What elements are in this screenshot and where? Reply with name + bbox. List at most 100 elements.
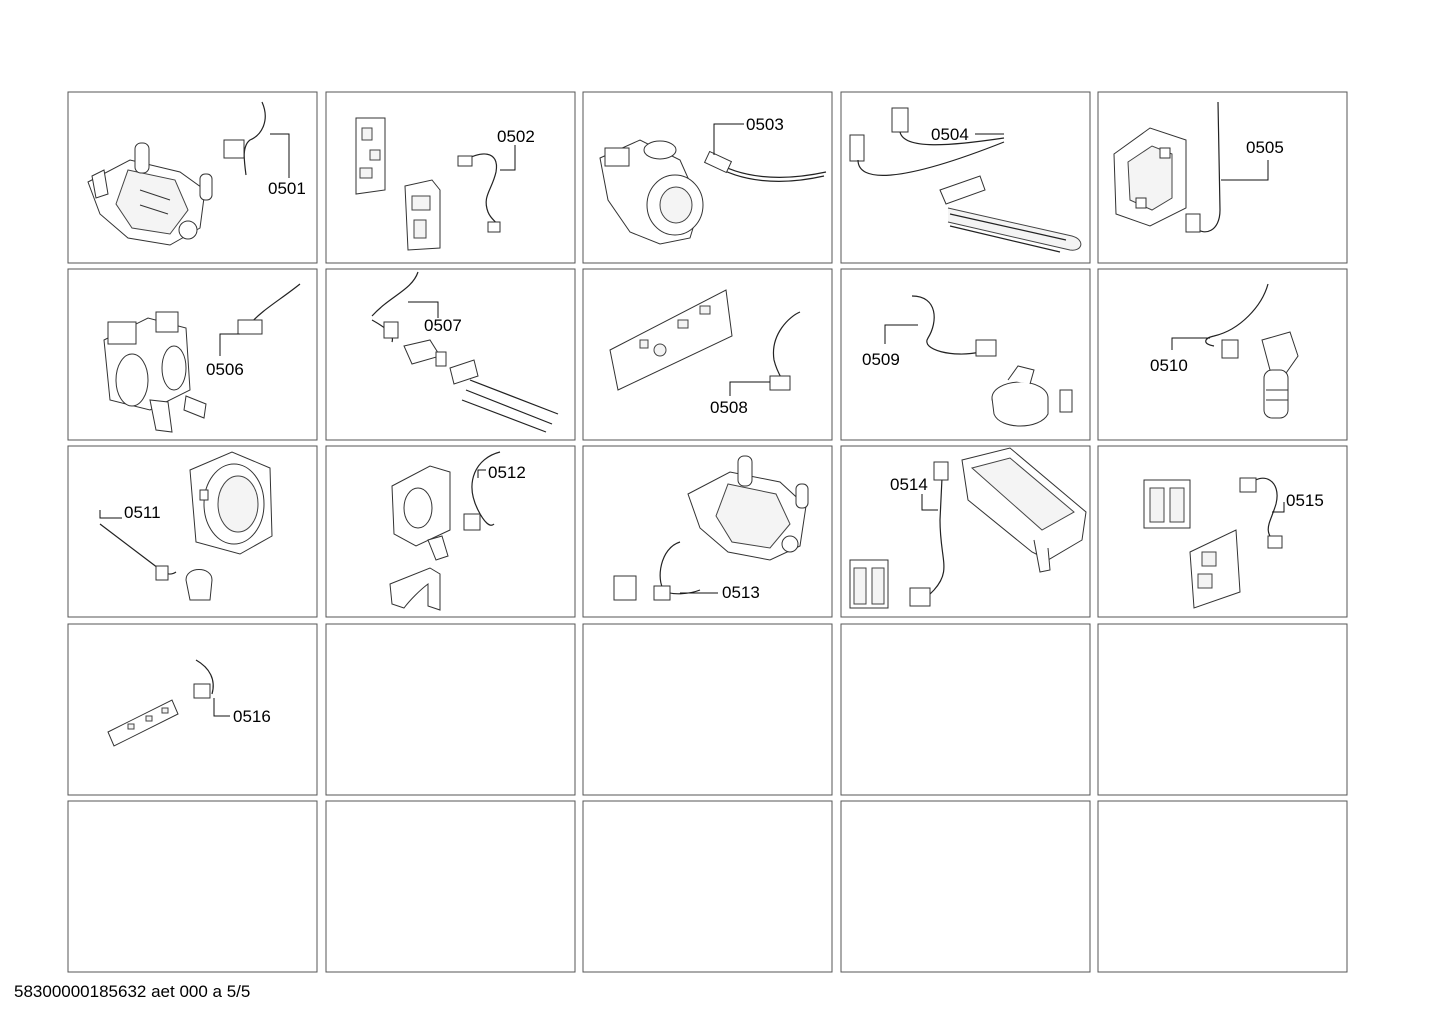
connector-icon (909, 587, 931, 607)
wire (857, 141, 1005, 176)
callout-leader (408, 301, 439, 318)
callout-0504: 0504 (931, 125, 969, 144)
callout-0508: 0508 (710, 398, 748, 417)
part-0512[interactable]: 0512 (389, 451, 526, 611)
callout-leader (99, 510, 122, 519)
part-0505[interactable]: 0505 (1113, 101, 1284, 233)
callout-0507: 0507 (424, 316, 462, 335)
cell-frame (840, 623, 1091, 796)
part-0502[interactable]: 0502 (355, 117, 535, 251)
wire (371, 271, 419, 317)
connector-icon (1185, 213, 1201, 233)
wire (243, 101, 266, 176)
callout-0511: 0511 (124, 503, 161, 522)
callout-0501: 0501 (268, 179, 306, 198)
cell-frame (325, 623, 576, 796)
part-0509[interactable]: 0509 (862, 295, 1073, 427)
cell-frame (67, 623, 318, 796)
callout-leader (213, 698, 230, 717)
wire (899, 131, 1005, 146)
part-0515[interactable]: 0515 (1143, 477, 1324, 609)
motor-icon (87, 142, 213, 246)
cell-frame (1097, 623, 1348, 796)
callout-0502: 0502 (497, 127, 535, 146)
part-0501[interactable]: 0501 (87, 101, 306, 246)
callout-leader (1272, 502, 1285, 513)
wire (471, 451, 501, 526)
callout-0514: 0514 (890, 475, 928, 494)
part-0504[interactable]: 0504 (849, 107, 1082, 253)
part-0516[interactable]: 0516 (107, 659, 271, 747)
part-0503[interactable]: 0503 (599, 115, 827, 245)
callout-0509: 0509 (862, 350, 900, 369)
connector-icon (1221, 339, 1239, 359)
drum-bearing-icon (185, 451, 273, 601)
part-0507[interactable]: 0507 (371, 271, 559, 433)
connector-icon (933, 461, 949, 481)
filter-board-icon (1143, 479, 1241, 609)
cell-frame (1097, 800, 1348, 973)
connector-icon (457, 155, 473, 167)
connector-icon (155, 565, 169, 581)
cell-frame (582, 623, 833, 796)
cell-frame (582, 800, 833, 973)
callout-leader (729, 381, 770, 396)
connector-icon (653, 585, 671, 601)
callout-0510: 0510 (1150, 356, 1188, 375)
wire (1247, 477, 1278, 545)
heater-sensor-icon (403, 339, 559, 433)
connector-icon (487, 221, 501, 233)
callout-leader (477, 469, 486, 478)
callout-leader (500, 145, 516, 171)
cell-frame (325, 268, 576, 441)
part-0506[interactable]: 0506 (103, 283, 301, 433)
callout-0512: 0512 (488, 463, 526, 482)
connector-icon (383, 321, 399, 339)
callout-0516: 0516 (233, 707, 271, 726)
drain-pump-icon (599, 139, 704, 245)
cell-frame (325, 800, 576, 973)
cell-frame (840, 800, 1091, 973)
connector-icon (1239, 477, 1257, 493)
sensor-probe-icon (1261, 331, 1299, 419)
callout-leader (270, 133, 290, 178)
connector-icon (769, 375, 791, 391)
wire (911, 295, 981, 355)
part-0513[interactable]: 0513 (613, 455, 809, 602)
display-board-icon (609, 289, 733, 391)
callout-leader (921, 494, 938, 511)
connector-icon (463, 513, 481, 531)
callout-leader (884, 324, 918, 344)
part-0514[interactable]: 0514 (849, 447, 1087, 609)
connector-icon (849, 134, 865, 162)
connector-icon (193, 683, 211, 699)
connector-icon (237, 319, 263, 335)
callout-0503: 0503 (746, 115, 784, 134)
connector-icon (1267, 535, 1283, 549)
part-0511[interactable]: 0511 (99, 451, 273, 601)
small-board-icon (107, 699, 179, 747)
callout-leader (1221, 160, 1269, 181)
connector-icon (975, 339, 997, 357)
cell-frame (67, 800, 318, 973)
part-0510[interactable]: 0510 (1150, 283, 1299, 419)
callout-leader (1171, 337, 1210, 350)
wire (1205, 283, 1269, 347)
pressure-switch-icon (991, 365, 1073, 427)
callout-0515: 0515 (1286, 491, 1324, 510)
connector-icon (703, 150, 733, 174)
motor-harness-icon (613, 455, 809, 601)
valve-bracket-icon (389, 465, 451, 611)
document-id: 58300000185632 aet 000 a 5/5 (14, 982, 251, 1001)
connector-icon (891, 107, 909, 133)
callout-leader (219, 333, 240, 356)
callout-0506: 0506 (206, 360, 244, 379)
connector-icon (223, 139, 245, 159)
detergent-drawer-icon (849, 447, 1087, 609)
callout-0513: 0513 (722, 583, 760, 602)
wire (195, 659, 214, 695)
module-housing-icon (1113, 127, 1187, 227)
part-0508[interactable]: 0508 (609, 289, 801, 417)
callout-leader (713, 123, 744, 155)
